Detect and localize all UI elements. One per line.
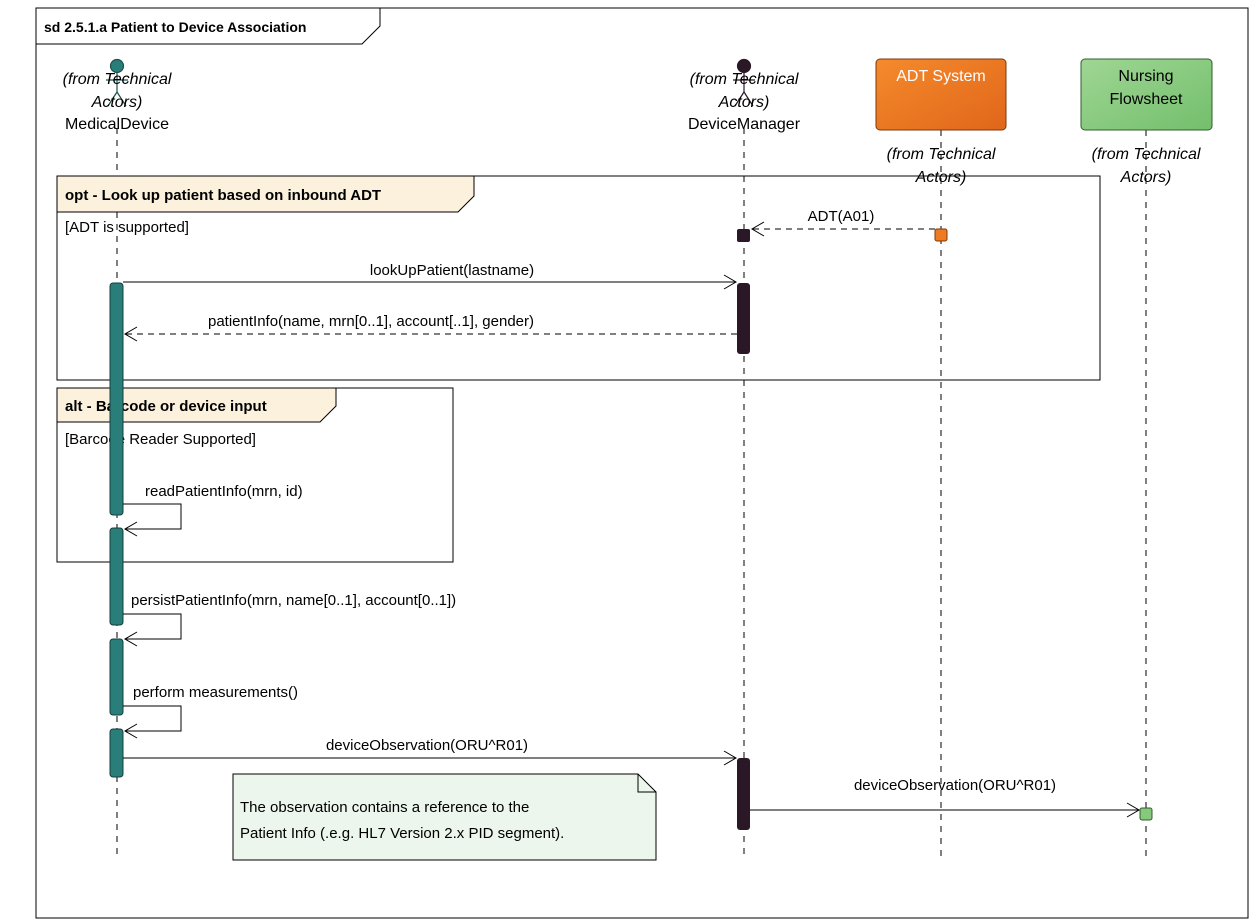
diagram-frame: sd 2.5.1.a Patient to Device Association (35, 7, 1249, 919)
fragment-guard: [Barcode Reader Supported] (65, 431, 256, 448)
actor-stick-figure-icon (106, 58, 128, 107)
activation-bar (1139, 807, 1153, 821)
fragment-label: opt - Look up patient based on inbound A… (65, 187, 381, 204)
message-label: perform measurements() (133, 684, 298, 701)
message-label: deviceObservation(ORU^R01) (854, 777, 1056, 794)
box-note-line2: Actors) (1120, 169, 1172, 186)
box-note-line1: (from Technical (887, 146, 996, 163)
message-patient-info[interactable] (124, 326, 737, 342)
actor-device-manager[interactable]: (from Technical Actors) DeviceManager (688, 58, 801, 134)
message-labels: ADT(A01) lookUpPatient(lastname) patient… (131, 208, 1056, 794)
actor-note-line1: (from Technical (690, 71, 799, 88)
lifeline-box-adt-system[interactable]: ADT System (from Technical Actors) (875, 58, 1007, 186)
messages (123, 221, 1140, 818)
message-device-observation-1[interactable] (123, 750, 737, 766)
message-label: patientInfo(name, mrn[0..1], account[..1… (208, 313, 534, 330)
activation-bar (109, 282, 124, 516)
note[interactable]: The observation contains a reference to … (232, 773, 657, 861)
activation-bar (737, 283, 750, 354)
message-lookup-patient[interactable] (123, 274, 737, 290)
message-read-patient-info[interactable] (123, 503, 182, 537)
activation-bar (737, 229, 750, 242)
box-label: ADT System (896, 68, 986, 85)
actor-note-line2: Actors) (91, 94, 143, 111)
actor-note-line1: (from Technical (63, 71, 172, 88)
fragment-opt[interactable]: opt - Look up patient based on inbound A… (56, 175, 1101, 381)
message-label: readPatientInfo(mrn, id) (145, 483, 303, 500)
message-device-observation-2[interactable] (750, 802, 1140, 818)
fragment-label: alt - Barcode or device input (65, 398, 267, 415)
message-adt-a01[interactable] (751, 221, 935, 237)
message-persist-patient-info[interactable] (123, 613, 182, 647)
activation-bar (737, 758, 750, 830)
note-line1: The observation contains a reference to … (240, 799, 529, 816)
box-label-line2: Flowsheet (1110, 91, 1183, 108)
actor-name: DeviceManager (688, 116, 801, 133)
actor-stick-figure-icon (733, 58, 755, 107)
activation-bar (109, 638, 124, 716)
message-label: deviceObservation(ORU^R01) (326, 737, 528, 754)
message-perform-measurements[interactable] (123, 705, 182, 739)
actor-name: MedicalDevice (65, 116, 169, 133)
activation-bars (109, 228, 1153, 830)
note-line2: Patient Info (.e.g. HL7 Version 2.x PID … (240, 825, 564, 842)
lifeline-box-nursing-flowsheet[interactable]: Nursing Flowsheet (from Technical Actors… (1080, 58, 1213, 186)
message-label: persistPatientInfo(mrn, name[0..1], acco… (131, 592, 456, 609)
box-note-line1: (from Technical (1092, 146, 1201, 163)
actor-medical-device[interactable]: (from Technical Actors) MedicalDevice (63, 58, 172, 134)
frame-title: sd 2.5.1.a Patient to Device Association (44, 19, 306, 35)
actor-note-line2: Actors) (718, 94, 770, 111)
activation-bar (109, 728, 124, 778)
message-label: ADT(A01) (808, 208, 875, 225)
fragment-guard: [ADT is supported] (65, 219, 189, 236)
message-label: lookUpPatient(lastname) (370, 262, 534, 279)
box-label-line1: Nursing (1118, 68, 1173, 85)
activation-bar (109, 527, 124, 626)
box-note-line2: Actors) (915, 169, 967, 186)
activation-bar (934, 228, 948, 242)
